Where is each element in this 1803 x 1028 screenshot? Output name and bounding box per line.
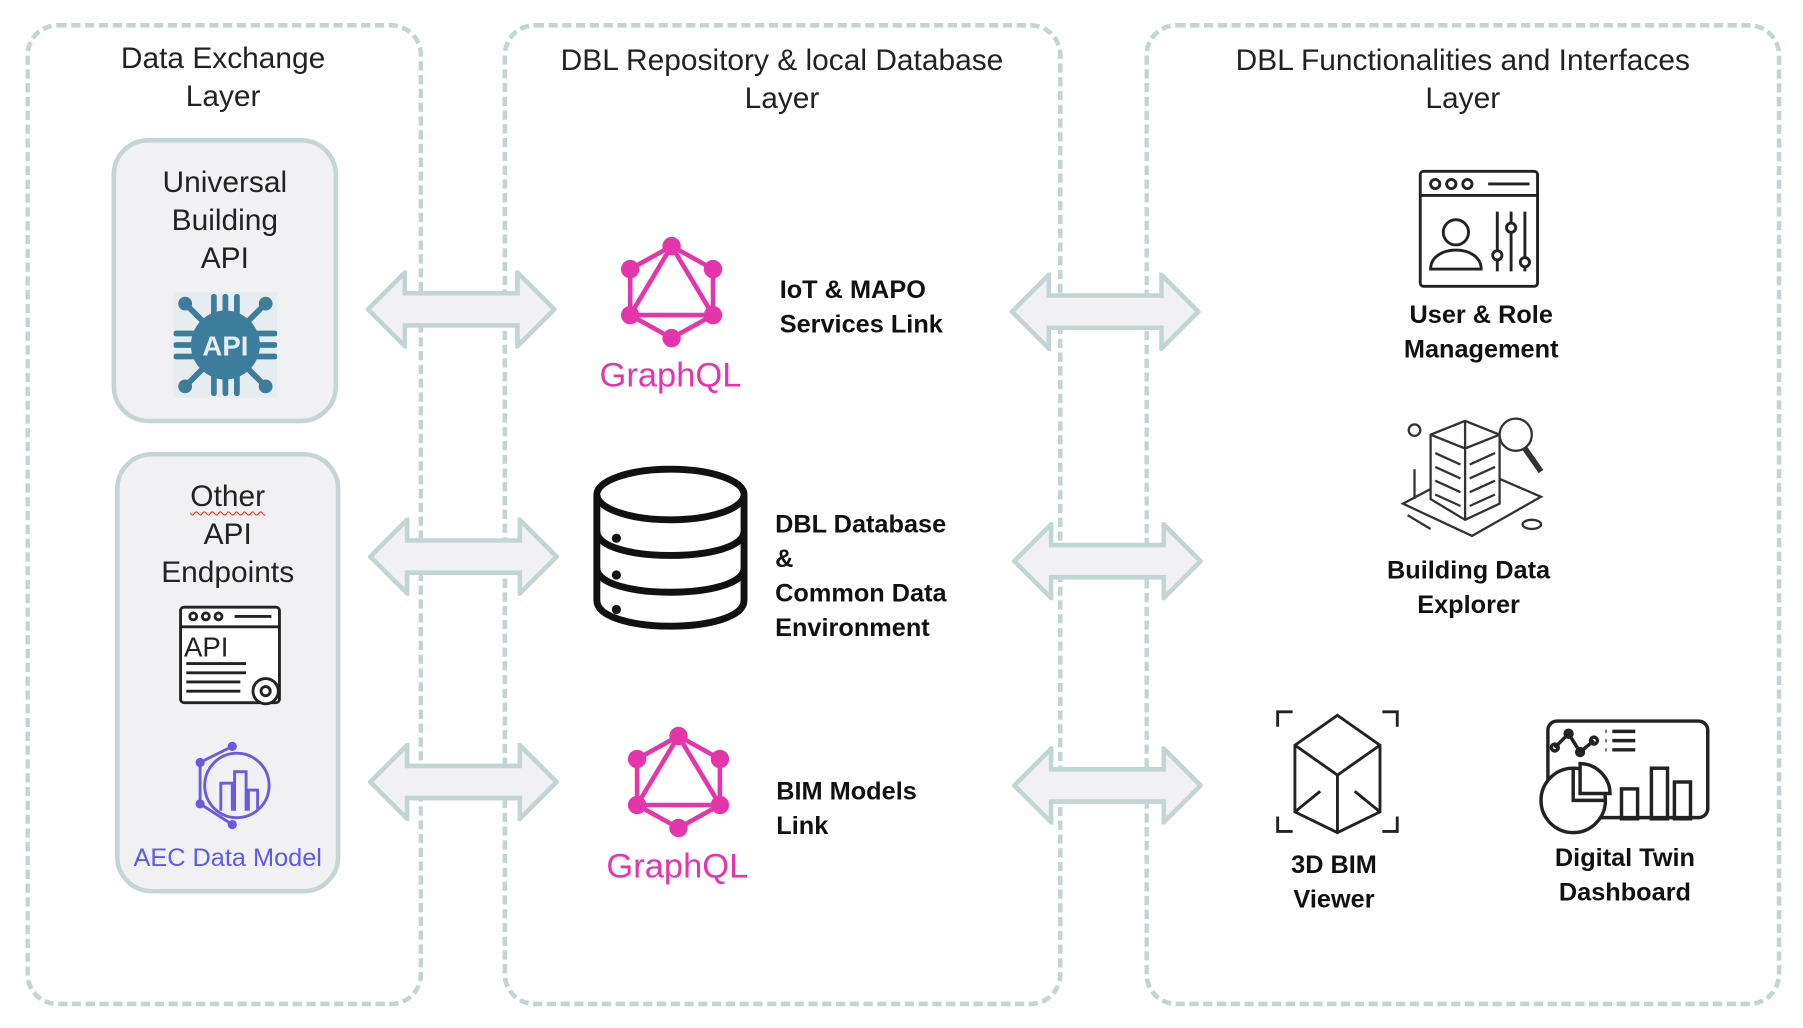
bidirectional-arrow xyxy=(1012,746,1203,825)
dashboard-icon xyxy=(1539,719,1710,835)
database-icon xyxy=(593,465,748,630)
data-exchange-layer-title: Data Exchange Layer xyxy=(51,39,396,115)
aec-data-model-icon xyxy=(195,741,271,830)
universal-building-api-box: Universal Building API API xyxy=(111,138,339,424)
bidirectional-arrow xyxy=(1009,272,1201,351)
graphql-logo-icon xyxy=(621,236,723,348)
other-endpoints-label: Other API Endpoints xyxy=(161,478,295,589)
graphql-logo-text: GraphQL xyxy=(599,356,742,395)
svg-text:API: API xyxy=(202,330,248,361)
graphql-logo-text: GraphQL xyxy=(606,847,749,886)
data-exchange-layer xyxy=(25,23,424,1007)
title-line: Layer xyxy=(185,78,261,113)
other-api-endpoints-box: Other API Endpoints API AEC Data Mode xyxy=(115,451,341,894)
graphql-logo-icon xyxy=(627,726,730,838)
bidirectional-arrow xyxy=(368,742,559,822)
repository-layer xyxy=(502,23,1063,1007)
user-settings-window-icon xyxy=(1418,169,1539,288)
title-line: DBL Functionalities and Interfaces xyxy=(1235,42,1690,78)
title-line: Layer xyxy=(1425,80,1501,116)
functionalities-layer-title: DBL Functionalities and Interfaces Layer xyxy=(1175,41,1750,117)
bidirectional-arrow xyxy=(368,517,559,596)
api-window-gear-icon: API xyxy=(179,605,281,706)
universal-api-label: Universal Building API xyxy=(162,164,288,275)
bidirectional-arrow xyxy=(1012,522,1203,601)
bidirectional-arrow xyxy=(365,270,557,349)
title-line: Layer xyxy=(744,80,820,116)
3d-cube-icon xyxy=(1276,710,1399,835)
aec-data-model-label: AEC Data Model xyxy=(133,842,322,872)
svg-text:API: API xyxy=(184,632,228,663)
functionalities-layer xyxy=(1144,23,1782,1007)
api-chip-icon: API xyxy=(173,292,278,398)
title-line: Data Exchange xyxy=(120,40,326,75)
building-search-icon xyxy=(1400,417,1544,538)
repository-layer-title: DBL Repository & local Database Layer xyxy=(506,41,1058,117)
title-line: DBL Repository & local Database xyxy=(560,42,1004,78)
